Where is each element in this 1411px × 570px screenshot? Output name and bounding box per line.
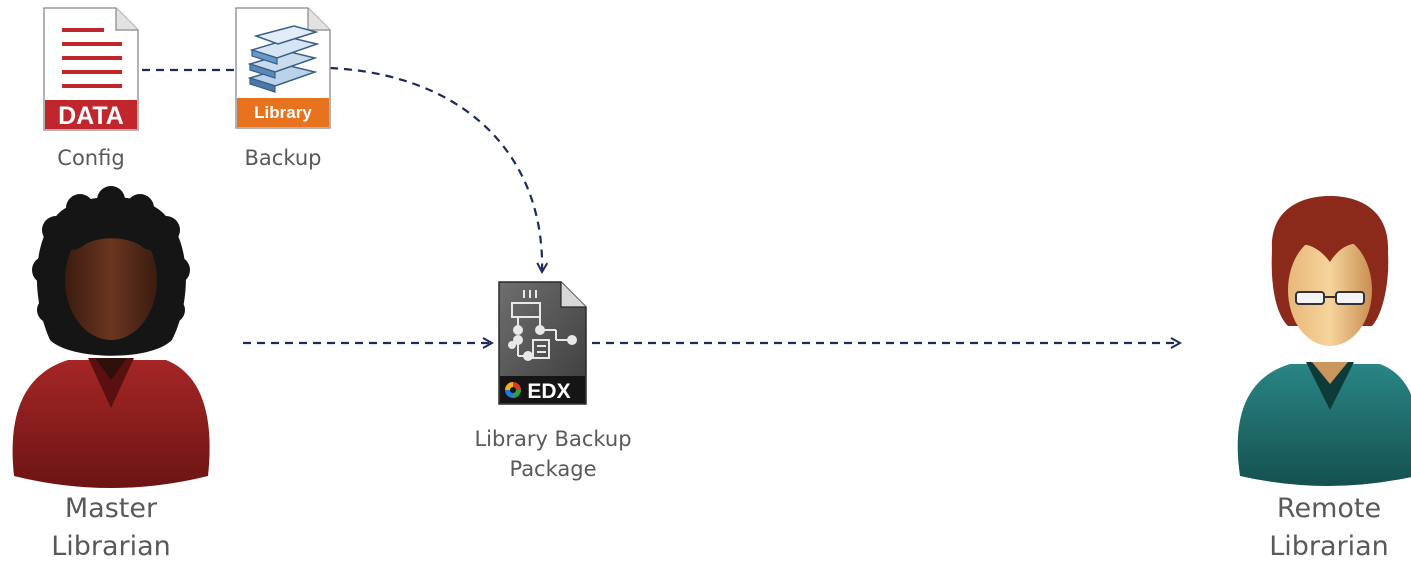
remote-librarian-avatar-icon xyxy=(1237,196,1411,486)
master-librarian-label: Master Librarian xyxy=(40,490,182,566)
connectors xyxy=(142,66,1180,343)
remote-librarian-label: Remote Librarian xyxy=(1254,490,1404,566)
backup-label: Backup xyxy=(244,146,322,170)
master-label-line2: Librarian xyxy=(51,531,171,562)
package-label-line2: Package xyxy=(509,457,597,481)
edx-logo-icon xyxy=(505,382,521,398)
edx-badge-text: EDX xyxy=(527,380,570,403)
library-file-icon: Library xyxy=(235,7,331,129)
remote-label-line1: Remote xyxy=(1276,493,1382,524)
master-librarian-avatar-icon xyxy=(12,186,210,488)
circuit-graphic xyxy=(508,290,577,361)
data-file-icon: DATA xyxy=(43,7,139,131)
package-label-line1: Library Backup xyxy=(474,427,632,451)
remote-label-line2: Librarian xyxy=(1269,531,1389,562)
master-label-line1: Master xyxy=(64,493,158,524)
library-badge-text: Library xyxy=(254,103,312,122)
glasses-icon xyxy=(1295,291,1365,305)
books-stack-icon xyxy=(247,25,320,93)
backup-to-package-arrow xyxy=(329,66,542,272)
edx-package-icon: EDX xyxy=(498,281,587,405)
data-badge-text: DATA xyxy=(58,102,124,130)
package-label: Library Backup Package xyxy=(430,424,676,484)
config-label: Config xyxy=(57,146,125,170)
